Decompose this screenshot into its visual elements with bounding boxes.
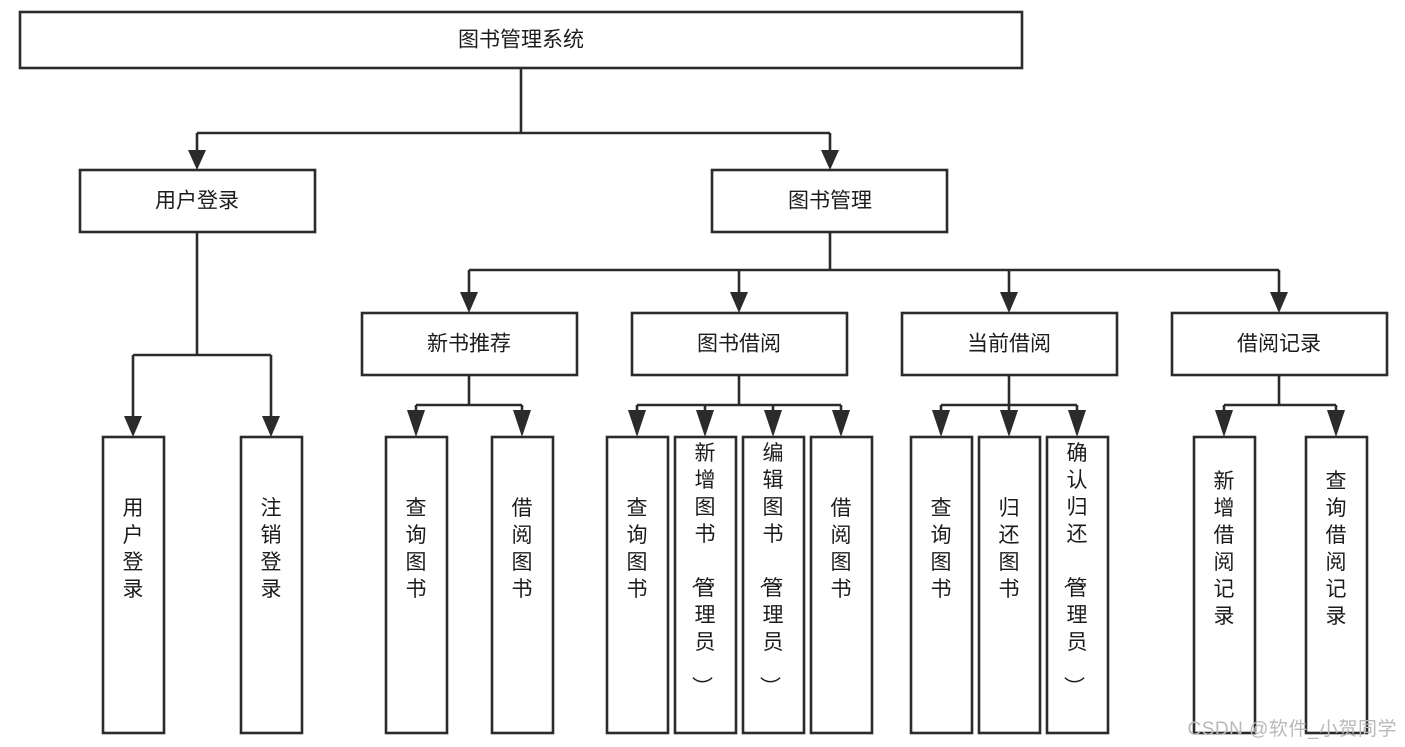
node-user-login[interactable]: 用户登录 [78,168,317,234]
node-leaf-add-book-box[interactable] [673,435,738,735]
node-leaf-edit-book[interactable]: 编辑图书（管理员） [741,435,806,735]
node-leaf-add-record-box[interactable] [1192,435,1257,735]
node-leaf-add-record-label: 新增借阅记录 [1214,470,1235,628]
node-leaf-add-book-label: 新增图书（管理员） [690,442,716,697]
node-leaf-query-book-b-box[interactable] [605,435,670,735]
arrowhead-leaf-confirm-return [1068,410,1086,437]
node-root[interactable]: 图书管理系统 [18,10,1024,70]
arrowhead-borrow-record [1270,292,1288,313]
arrowhead-current-borrow [1000,292,1018,313]
node-leaf-query-record-label: 查询借阅记录 [1326,470,1347,628]
node-leaf-borrow-book-b-box[interactable] [809,435,874,735]
node-leaf-user-login-label: 用户登录 [123,497,144,601]
node-leaf-add-record[interactable]: 新增借阅记录 [1192,435,1257,735]
node-leaf-return-book-box[interactable] [977,435,1042,735]
arrowhead-leaf-borrow-book-b [832,410,850,437]
node-user-login-box[interactable] [78,168,317,234]
node-leaf-borrow-book-b-label: 借阅图书 [831,497,852,601]
node-leaf-logout[interactable]: 注销登录 [239,435,304,735]
node-current-borrow-box[interactable] [900,311,1119,377]
arrowhead-book-manage [821,150,839,170]
node-book-manage-label: 图书管理 [788,190,872,213]
arrowhead-leaf-return-book [1000,410,1018,437]
node-book-manage[interactable]: 图书管理 [710,168,949,234]
arrowhead-leaf-add-record [1215,410,1233,437]
node-leaf-logout-box[interactable] [239,435,304,735]
arrowhead-leaf-borrow-book-a [513,410,531,437]
node-leaf-borrow-book-a-label: 借阅图书 [512,497,533,601]
node-leaf-user-login[interactable]: 用户登录 [101,435,166,735]
node-leaf-query-book-c-box[interactable] [909,435,974,735]
arrowhead-new-book-rec [460,292,478,313]
node-new-book-rec[interactable]: 新书推荐 [360,311,579,377]
arrowhead-leaf-edit-book [764,410,782,437]
arrowhead-leaf-user-login [124,416,142,437]
arrowhead-book-borrow [730,292,748,313]
arrowhead-leaf-query-record [1327,410,1345,437]
node-leaf-query-book-a[interactable]: 查询图书 [384,435,449,735]
node-leaf-borrow-book-a[interactable]: 借阅图书 [490,435,555,735]
connector-layer [124,68,1345,437]
node-user-login-label: 用户登录 [155,190,239,213]
arrowhead-user-login [188,150,206,170]
node-leaf-add-book[interactable]: 新增图书（管理员） [673,435,738,735]
node-leaf-user-login-box[interactable] [101,435,166,735]
node-leaf-query-book-a-label: 查询图书 [406,497,427,601]
node-book-borrow-label: 图书借阅 [697,333,781,356]
node-leaf-confirm-return-label: 确认归还（管理员） [1062,442,1088,697]
node-root-box[interactable] [18,10,1024,70]
node-new-book-rec-label: 新书推荐 [427,333,511,356]
arrowhead-leaf-query-book-a [407,410,425,437]
node-book-borrow-box[interactable] [630,311,849,377]
node-leaf-query-book-c[interactable]: 查询图书 [909,435,974,735]
node-new-book-rec-box[interactable] [360,311,579,377]
node-leaf-confirm-return[interactable]: 确认归还（管理员） [1045,435,1110,735]
node-leaf-query-book-a-box[interactable] [384,435,449,735]
node-borrow-record-label: 借阅记录 [1237,333,1321,356]
arrowhead-leaf-logout [262,416,280,437]
node-leaf-borrow-book-a-box[interactable] [490,435,555,735]
node-leaf-logout-label: 注销登录 [261,497,282,601]
arrowhead-leaf-add-book [696,410,714,437]
node-leaf-query-book-c-label: 查询图书 [931,497,952,601]
node-leaf-query-record-box[interactable] [1304,435,1369,735]
node-current-borrow[interactable]: 当前借阅 [900,311,1119,377]
node-leaf-edit-book-label: 编辑图书（管理员） [758,442,784,697]
node-root-label: 图书管理系统 [458,29,584,52]
node-leaf-query-record[interactable]: 查询借阅记录 [1304,435,1369,735]
node-leaf-return-book[interactable]: 归还图书 [977,435,1042,735]
node-leaf-query-book-b[interactable]: 查询图书 [605,435,670,735]
node-current-borrow-label: 当前借阅 [967,333,1051,356]
node-leaf-query-book-b-label: 查询图书 [627,497,648,601]
arrowhead-leaf-query-book-c [932,410,950,437]
node-book-manage-box[interactable] [710,168,949,234]
node-leaf-borrow-book-b[interactable]: 借阅图书 [809,435,874,735]
node-borrow-record-box[interactable] [1170,311,1389,377]
node-leaf-return-book-label: 归还图书 [999,497,1020,601]
arrowhead-leaf-query-book-b [628,410,646,437]
node-borrow-record[interactable]: 借阅记录 [1170,311,1389,377]
node-leaf-confirm-return-box[interactable] [1045,435,1110,735]
node-leaf-edit-book-box[interactable] [741,435,806,735]
node-book-borrow[interactable]: 图书借阅 [630,311,849,377]
